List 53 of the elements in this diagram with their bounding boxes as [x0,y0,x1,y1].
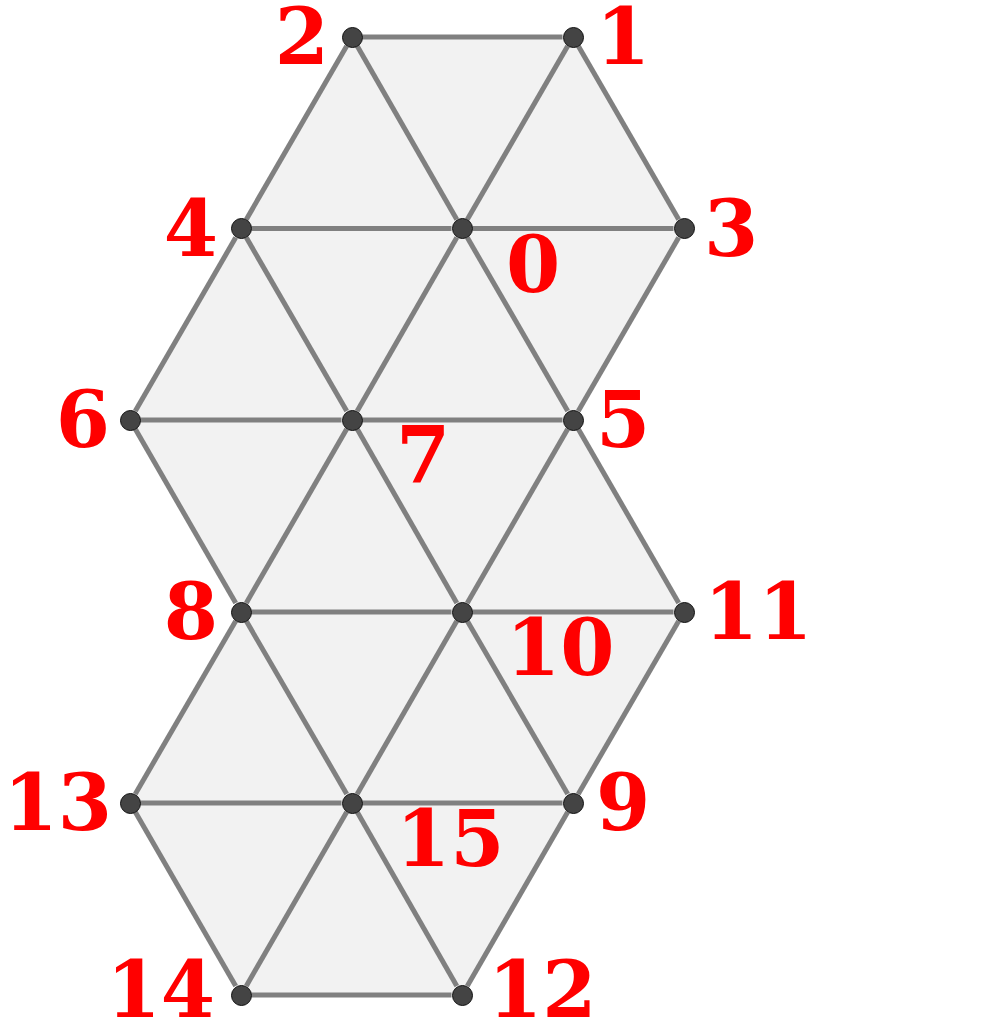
edge-line [244,810,349,988]
vertex-label: 7 [396,426,451,486]
vertex-dot [341,26,363,48]
vertex-label: 1 [596,7,651,67]
vertex-label: 0 [506,234,561,294]
edge-line [576,619,681,796]
vertex-label: 13 [3,773,112,833]
edge-line [465,427,570,605]
edge-line [465,810,570,988]
vertex-label: 11 [704,582,813,642]
vertex-label: 5 [596,390,651,450]
edge-line [472,226,674,231]
edge-line [465,619,570,796]
edge-line [465,44,570,221]
edge-line [355,44,459,221]
edge-line [133,236,238,413]
edge-line [244,619,349,796]
vertex-dot [119,409,141,431]
edge-line [140,800,342,806]
edge-line [576,427,681,605]
edge-line [576,236,681,413]
vertex-dot [562,26,584,48]
vertex-label: 10 [506,618,615,678]
edge-line [576,44,681,221]
edge-line [355,619,459,796]
edge-line [355,236,459,413]
edge-line [251,992,452,998]
vertex-label: 14 [106,960,215,1020]
edge-line [251,609,452,615]
vertex-label: 8 [163,582,218,642]
edge-line [465,236,570,413]
vertex-label: 4 [163,198,218,259]
vertex-label: 2 [274,7,329,67]
vertex-label: 6 [55,390,110,450]
edge-line [355,810,459,988]
vertex-label: 15 [396,809,505,869]
edge-line [140,417,342,423]
vertex-label: 3 [704,198,759,259]
edge-line [244,44,349,221]
edge-line [133,810,238,988]
edge-line [133,427,238,605]
edge-line [251,226,452,231]
vertex-dot [119,792,141,814]
edge-line [133,619,238,796]
edge-line [362,800,563,806]
edge-line [362,34,563,40]
edge-line [244,427,349,605]
edge-line [362,417,563,423]
vertex-label: 12 [488,960,597,1020]
edge-line [472,609,674,615]
vertex-label: 9 [596,773,651,833]
edge-line [244,236,349,413]
edge-line [355,427,459,605]
